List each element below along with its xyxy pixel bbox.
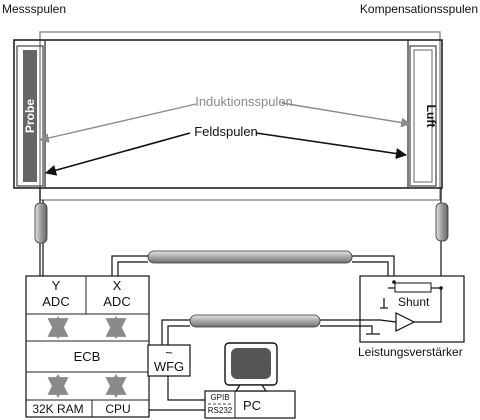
messspulen-coil bbox=[16, 45, 44, 187]
bus-arrows bbox=[47, 315, 127, 399]
right-coax-cable bbox=[435, 202, 449, 242]
luft-bar bbox=[413, 49, 433, 183]
wfg-label: WFG bbox=[154, 359, 184, 374]
cpu-label: CPU bbox=[105, 402, 130, 416]
wfg-box bbox=[147, 344, 191, 377]
ecb-rack bbox=[25, 275, 150, 418]
probe-bar bbox=[23, 50, 37, 182]
luft-label: Luft bbox=[424, 105, 438, 128]
y-adc-line2: ADC bbox=[42, 294, 69, 309]
wfg-symbol: ~ bbox=[165, 345, 173, 360]
shunt-resistor bbox=[394, 282, 432, 293]
leistungsverstaerker-label: Leistungsverstärker bbox=[358, 345, 463, 359]
shunt-label: Shunt bbox=[398, 295, 430, 309]
y-adc-line1: Y bbox=[52, 278, 61, 293]
left-coax-cable bbox=[34, 202, 48, 244]
x-adc-line1: X bbox=[113, 278, 122, 293]
x-adc-line2: ADC bbox=[103, 294, 130, 309]
feldspulen-arrow-left bbox=[44, 132, 191, 176]
ram-label: 32K RAM bbox=[32, 402, 83, 416]
monitor-icon bbox=[224, 342, 278, 392]
pc-box bbox=[204, 390, 296, 419]
feldspulen-arrow-right bbox=[255, 132, 408, 160]
wfg-coax-cable bbox=[189, 314, 321, 328]
feldspulen-label: Feldspulen bbox=[194, 124, 258, 139]
gpib-label: GPIB bbox=[210, 393, 229, 402]
induktionsspulen-frame bbox=[39, 31, 441, 201]
probe-label: Probe bbox=[23, 99, 37, 133]
pc-label: PC bbox=[243, 398, 261, 413]
kompensationsspulen-label: Kompensationsspulen bbox=[360, 2, 478, 16]
feldspulen-frame bbox=[13, 39, 443, 189]
induktionsspulen-arrow-right bbox=[281, 102, 411, 128]
ecb-label: ECB bbox=[74, 349, 101, 364]
kompensationsspulen-coil bbox=[409, 45, 437, 187]
induktionsspulen-label: Induktionsspulen bbox=[195, 94, 293, 109]
x-signal-coax-cable bbox=[147, 250, 353, 264]
messspulen-label: Messspulen bbox=[2, 2, 66, 16]
induktionsspulen-arrow-left bbox=[39, 103, 197, 143]
rs232-label: RS232 bbox=[208, 406, 233, 415]
